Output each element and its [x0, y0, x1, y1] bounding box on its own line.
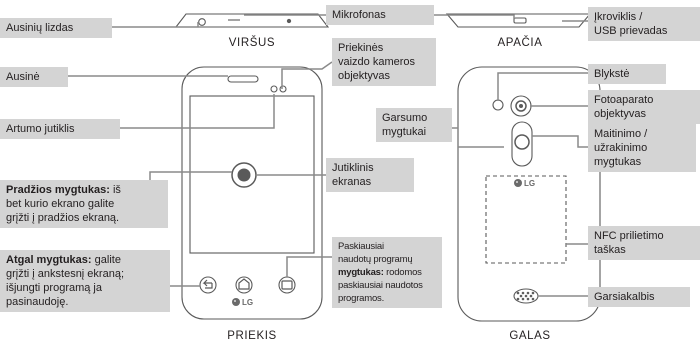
caption-front-view: PRIEKIS — [227, 330, 277, 342]
caption-back-view: GALAS — [509, 330, 551, 342]
proximity-sensor-dot — [270, 85, 278, 93]
bottom-edge-outline — [445, 13, 592, 28]
back-arrow-icon — [202, 279, 213, 289]
top-edge-outline — [174, 13, 330, 28]
label-microphone: Mikrofonas — [326, 5, 434, 25]
home-icon — [238, 278, 250, 290]
usb-port — [513, 17, 527, 24]
back-logo-text: LG — [524, 179, 535, 188]
power-lock-key — [511, 121, 533, 167]
leader-volume — [449, 127, 504, 148]
label-proximity-sensor: Artumo jutiklis — [0, 119, 120, 139]
leader-recent-apps — [286, 256, 332, 277]
label-recent-apps: Paskiausiai naudotų programų mygtukas: r… — [332, 237, 442, 308]
caption-top-view: VIRŠUS — [228, 37, 276, 49]
front-logo-text: LG — [242, 298, 253, 307]
label-nfc: NFC prilietimo taškas — [588, 226, 700, 260]
label-volume-keys: Garsumo mygtukai — [376, 108, 452, 142]
label-speaker: Garsiakalbis — [588, 287, 690, 307]
top-mic-port — [286, 18, 292, 24]
recent-apps-icon — [281, 280, 293, 290]
label-camera-lens: Fotoaparato objektyvas — [588, 90, 700, 124]
label-charger-usb: Įkroviklis / USB prievadas — [588, 7, 700, 41]
label-home-key: Pradžios mygtukas: iš bet kurio ekrano g… — [0, 180, 168, 228]
back-phone-body — [457, 66, 601, 322]
front-camera-dot — [279, 85, 287, 93]
leader-front-camera — [281, 61, 333, 89]
earpiece-slot — [227, 75, 259, 83]
leader-headset-jack — [110, 22, 199, 28]
caption-bottom-view: APAČIA — [497, 37, 543, 49]
front-phone-body — [181, 66, 323, 320]
leader-power — [532, 135, 588, 148]
back-lg-logo: LG — [514, 179, 535, 188]
home-key-circle — [235, 276, 253, 294]
back-key-circle — [199, 276, 217, 294]
nfc-area — [485, 175, 567, 264]
label-front-camera: Priekinės vaizdo kameros objektyvas — [332, 38, 436, 86]
label-power-lock: Maitinimo / užrakinimo mygtukas — [588, 124, 696, 172]
leader-microphone — [244, 14, 515, 20]
leader-proximity — [118, 94, 275, 129]
label-touch-screen: Jutiklinis ekranas — [326, 158, 414, 192]
leader-flash — [497, 72, 588, 101]
label-headset-jack: Ausinių lizdas — [0, 18, 112, 38]
front-lg-logo: LG — [232, 298, 253, 307]
label-back-key: Atgal mygtukas: galite grįžti į ankstesn… — [0, 250, 170, 312]
leader-home — [149, 171, 232, 180]
label-earpiece: Ausinė — [0, 67, 68, 87]
label-flash: Blykstė — [588, 64, 666, 84]
